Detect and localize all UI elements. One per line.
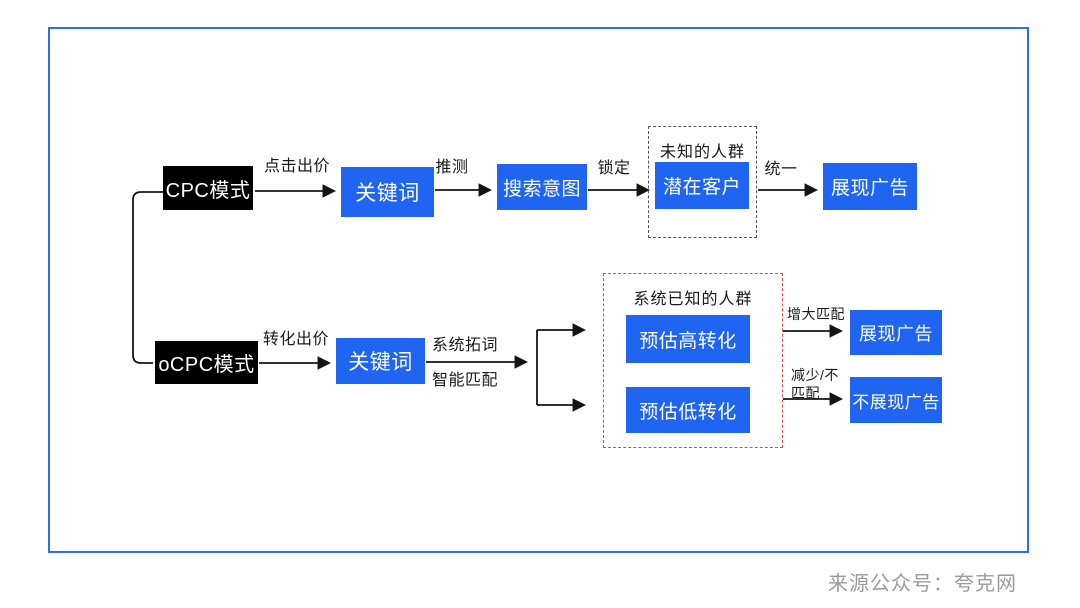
edge-label-click-bid: 点击出价 <box>263 158 330 175</box>
edge-label-conversion-bid: 转化出价 <box>262 331 329 348</box>
node-no-show-ad: 不展现广告 <box>850 377 942 423</box>
node-low-conversion: 预估低转化 <box>626 387 750 433</box>
node-keyword-top: 关键词 <box>341 167 434 217</box>
outer-frame-border <box>48 27 1029 553</box>
node-potential-customer: 潜在客户 <box>655 162 749 209</box>
node-cpc-mode: CPC模式 <box>163 166 253 210</box>
edge-label-system-expand: 系统拓词 <box>431 337 498 354</box>
group-unknown-audience: 未知的人群 <box>648 126 757 238</box>
group-title-unknown-audience: 未知的人群 <box>659 144 745 161</box>
edge-label-increase-match: 增大匹配 <box>787 306 845 322</box>
edge-label-infer: 推测 <box>435 159 469 176</box>
node-high-conversion: 预估高转化 <box>626 315 750 363</box>
group-known-audience: 系统已知的人群 <box>603 273 783 448</box>
edge-label-smart-match: 智能匹配 <box>431 372 498 389</box>
node-show-ad-top: 展现广告 <box>823 163 917 210</box>
group-title-known-audience: 系统已知的人群 <box>633 291 753 308</box>
edge-label-decrease-no-match: 减少/不 匹配 <box>791 367 839 401</box>
node-search-intent: 搜索意图 <box>497 164 587 210</box>
node-ocpc-mode: oCPC模式 <box>155 341 258 384</box>
node-show-ad-bottom: 展现广告 <box>850 310 942 355</box>
edge-label-unify: 统一 <box>764 161 798 178</box>
source-attribution: 来源公众号：夸克网 <box>828 573 1017 595</box>
node-keyword-bottom: 关键词 <box>336 338 425 384</box>
edge-label-lock: 锁定 <box>597 160 631 177</box>
